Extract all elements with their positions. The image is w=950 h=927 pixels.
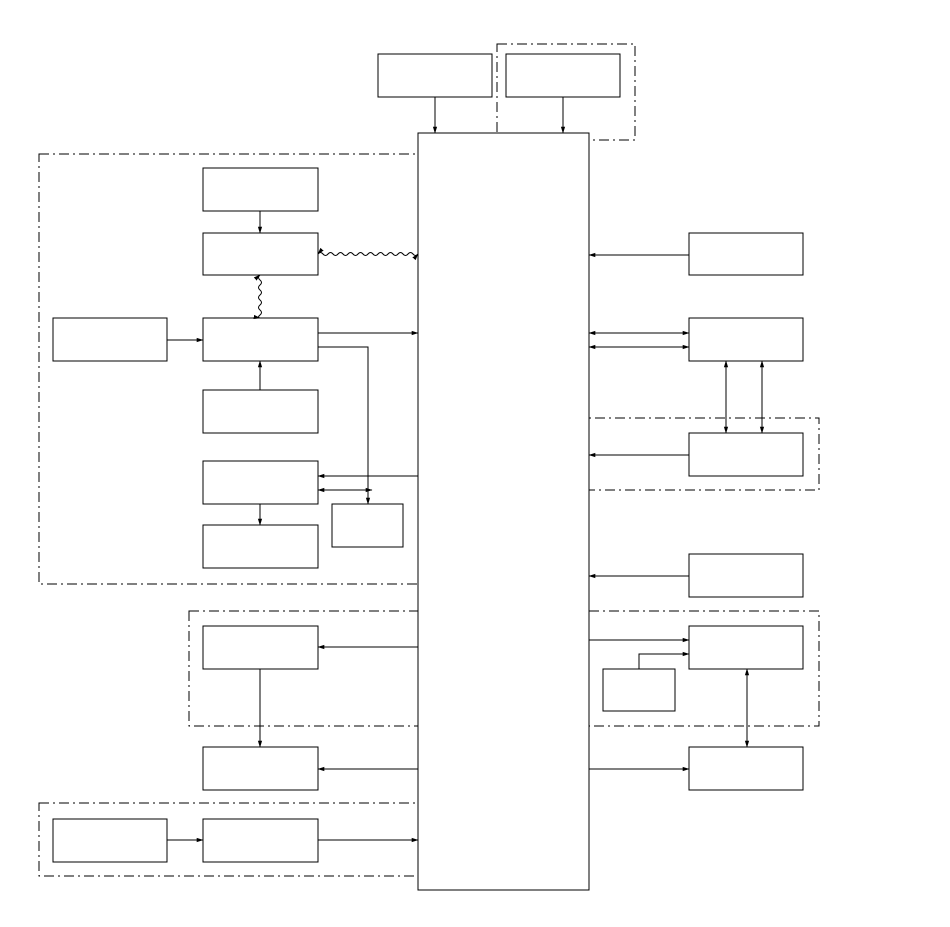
block-right-2 — [688, 317, 804, 362]
block-middle-right — [688, 625, 804, 670]
block-right-1 — [688, 232, 804, 276]
arrow-left3-to-small — [318, 346, 371, 505]
block-left-2 — [202, 232, 319, 276]
block-left-6 — [202, 524, 319, 569]
block-middle-small — [602, 668, 676, 712]
group-bottom-left — [38, 802, 441, 877]
block-right-3 — [688, 432, 804, 477]
block-right-4 — [688, 553, 804, 598]
block-bottom-far-left — [52, 818, 168, 863]
block-left-4 — [202, 389, 319, 434]
block-far-left-1 — [52, 317, 168, 362]
connectors — [167, 97, 765, 843]
wavy-left2-left3 — [253, 274, 262, 320]
blocks — [52, 53, 804, 863]
block-middle-left — [202, 625, 319, 670]
block-lower-right — [688, 746, 804, 791]
block-left-5 — [202, 460, 319, 505]
block-bottom-left — [202, 818, 319, 863]
block-top-1 — [377, 53, 493, 98]
block-left-3 — [202, 317, 319, 362]
central-bus-block — [417, 132, 590, 891]
block-top-2 — [505, 53, 621, 98]
arrow-middle-small-to-middle-right — [638, 651, 690, 669]
wavy-left2-bus — [317, 247, 419, 261]
block-left-small — [331, 503, 404, 548]
block-left-1 — [202, 167, 319, 212]
block-lower-left — [202, 746, 319, 791]
